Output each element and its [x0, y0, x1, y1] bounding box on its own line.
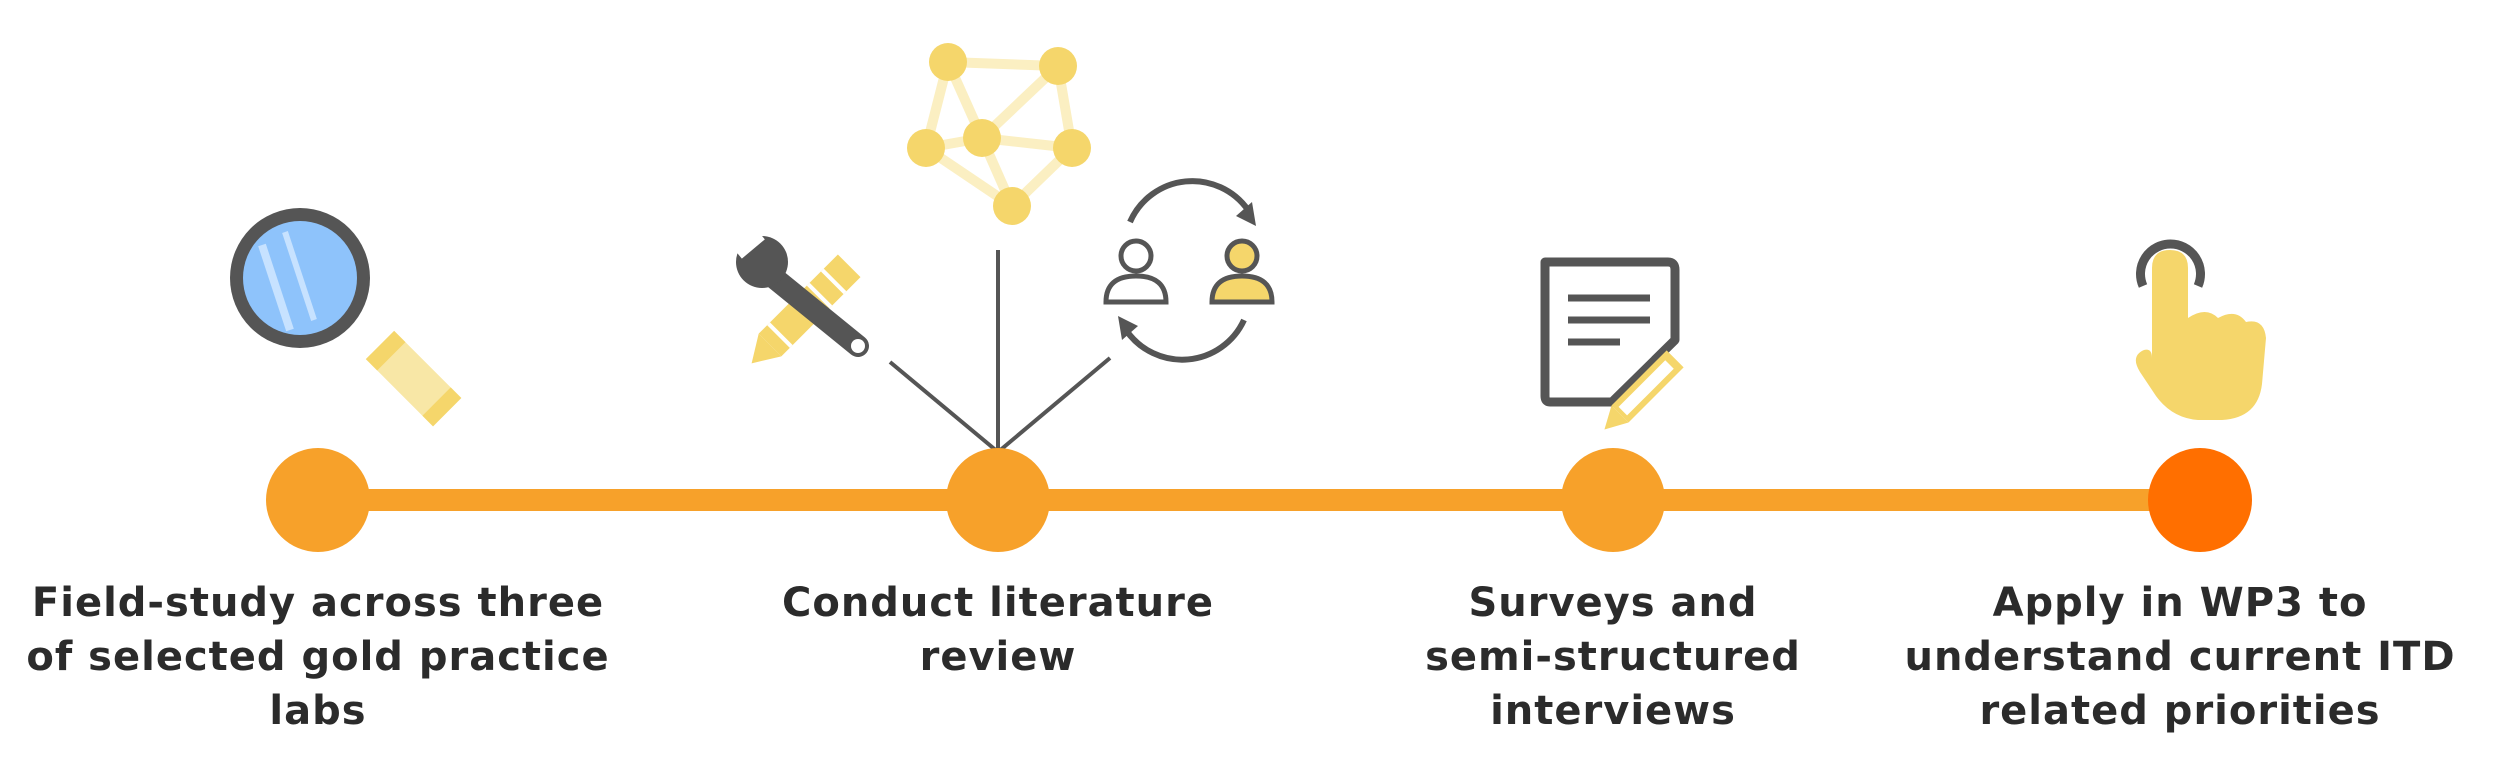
timeline-node-3	[1561, 448, 1665, 552]
label-line: interviews	[1490, 688, 1736, 734]
magnifying-glass-icon	[230, 208, 462, 427]
wrench-pencil-icon	[725, 219, 869, 364]
step-2-label: Conduct literature review	[688, 576, 1308, 684]
connector-right	[996, 356, 1112, 454]
label-line: review	[919, 634, 1077, 680]
label-line: related priorities	[1979, 688, 2381, 734]
timeline-node-4	[2148, 448, 2252, 552]
pointing-hand-icon	[2135, 239, 2266, 420]
people-exchange-icon	[1103, 178, 1275, 363]
step-4-label: Apply in WP3 to understand current ITD r…	[1870, 576, 2490, 738]
timeline-node-2	[946, 448, 1050, 552]
label-line: Field-study across three	[31, 580, 605, 626]
label-line: Surveys and	[1468, 580, 1758, 626]
connector-left	[888, 360, 1000, 454]
document-pencil-icon	[1540, 257, 1684, 430]
literature-connectors	[888, 250, 1112, 454]
label-line: Conduct literature	[781, 580, 1215, 626]
label-line: of selected gold practice	[26, 634, 610, 680]
label-line: semi-structured	[1425, 634, 1801, 680]
step-3-label: Surveys and semi-structured interviews	[1303, 576, 1923, 738]
label-line: understand current ITD	[1904, 634, 2456, 680]
step-1-label: Field-study across three of selected gol…	[8, 576, 628, 738]
label-line: Apply in WP3 to	[1992, 580, 2368, 626]
label-line: labs	[269, 688, 367, 734]
timeline-node-1	[266, 448, 370, 552]
network-icon	[907, 43, 1091, 225]
